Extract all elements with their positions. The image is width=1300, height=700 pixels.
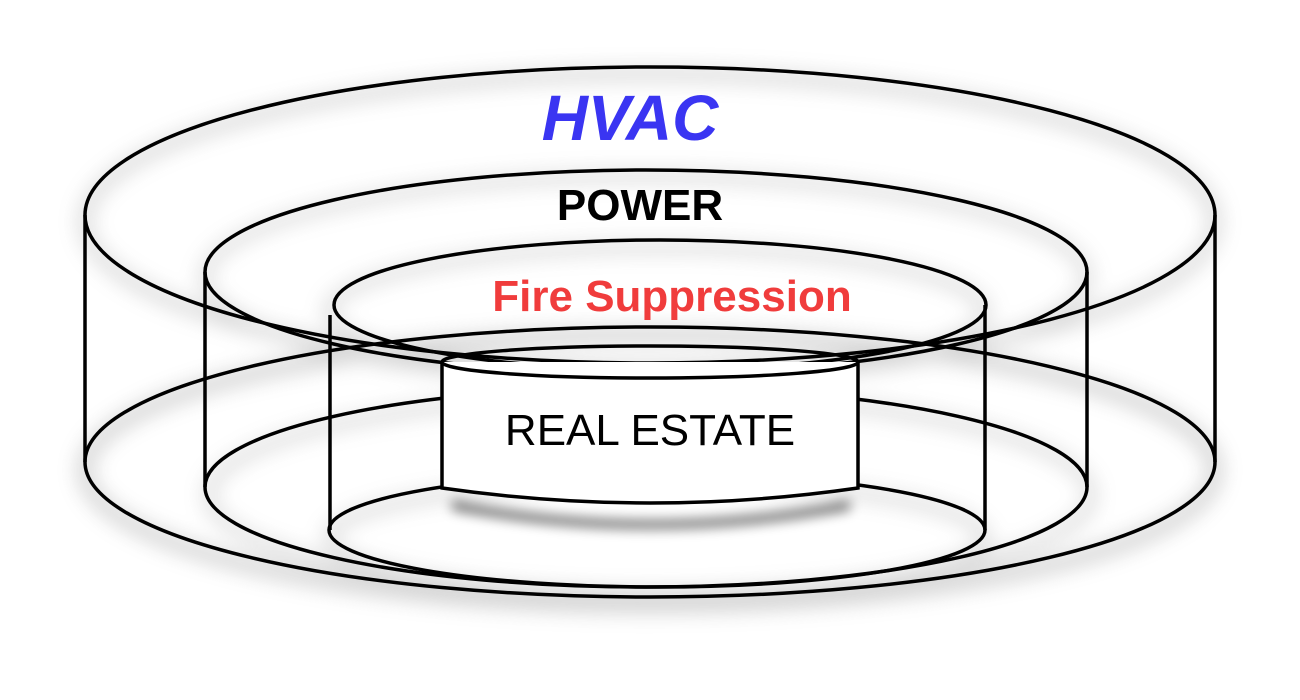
power-label: POWER — [557, 181, 723, 230]
real-estate-label: REAL ESTATE — [505, 406, 795, 455]
hvac-label: HVAC — [542, 82, 719, 154]
fire-suppression-label: Fire Suppression — [492, 272, 851, 321]
real-estate-cylinder — [440, 344, 860, 529]
